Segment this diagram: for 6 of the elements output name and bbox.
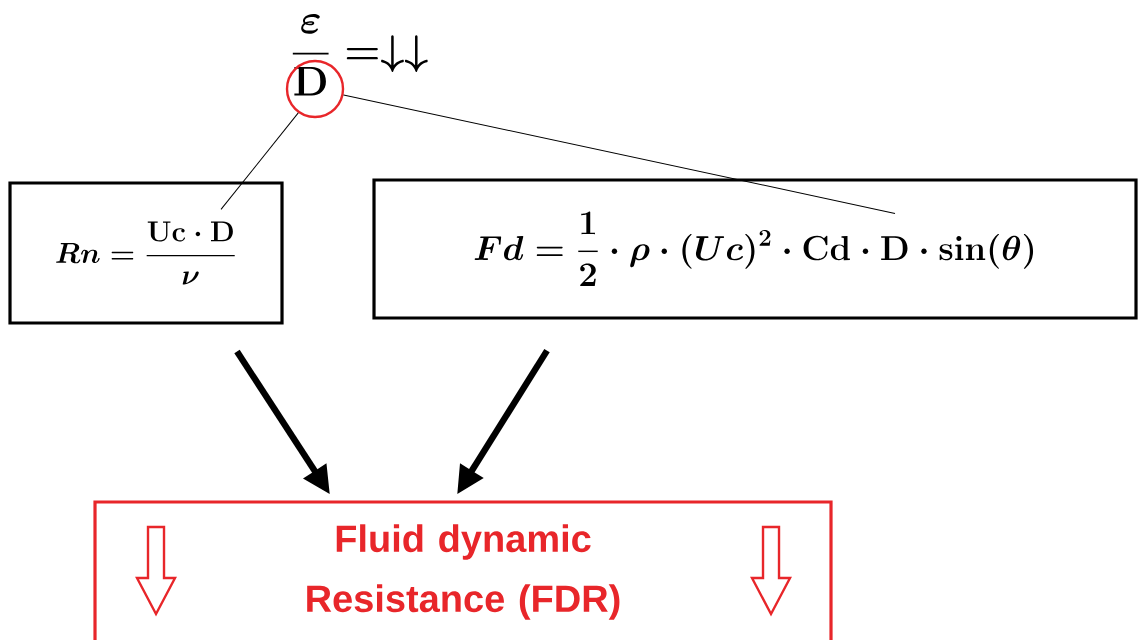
leader-line — [343, 94, 896, 214]
leader-line — [220, 112, 299, 210]
formula-box: $\boldsymbol{Rn} = \frac{\mathbf{Uc \cdot D}}{\boldsymbol{\nu}}$ — [8, 181, 284, 325]
result-box: Fluid dynamic Resistance (FDR) — [93, 500, 833, 640]
formula-box: $\boldsymbol{Fd} = \frac{\mathbf{1}}{\mathbf{2}} \cdot \boldsymbol{\rho} \cdot (\boldsymbol{Uc})^{2} \cdot \mathbf{Cd} \cdot \mathbf{D} \cdot \mathbf{sin(\theta)}$ — [372, 178, 1138, 320]
formula: $\frac{\boldsymbol{\varepsilon}}{\mathbf{D}} = \downarrow\downarrow$ — [292, 13, 428, 96]
